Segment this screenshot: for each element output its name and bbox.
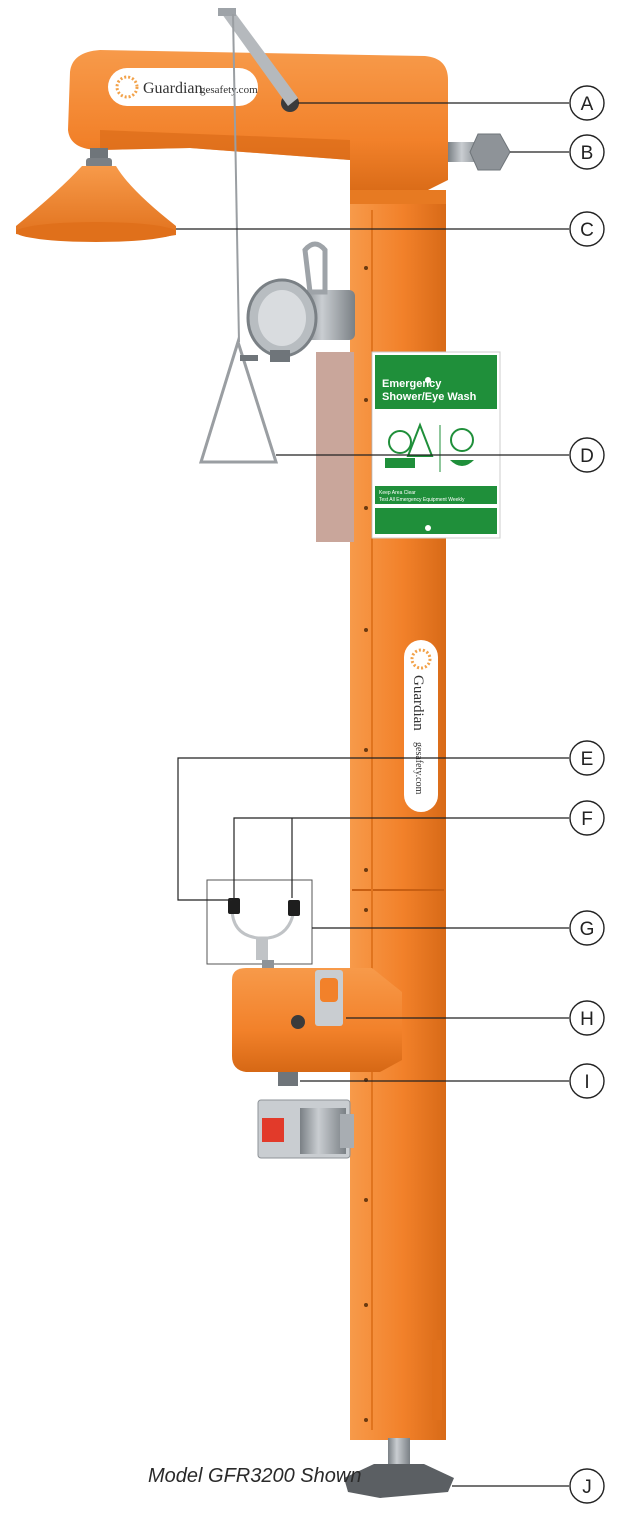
sign-notice-1: Keep Area Clear — [379, 490, 416, 496]
callout-b: B — [569, 134, 605, 170]
callout-letter: H — [580, 1009, 594, 1030]
eyewash-valve-housing — [232, 960, 402, 1086]
callout-circle — [569, 1000, 605, 1036]
callout-h: H — [569, 1000, 605, 1036]
hand-push-icon — [320, 978, 338, 1002]
callout-letter: J — [582, 1477, 592, 1498]
callout-a: A — [569, 85, 605, 121]
callout-i: I — [569, 1063, 605, 1099]
callout-letter: I — [584, 1072, 589, 1093]
eyewash-bowl-icon — [450, 428, 474, 466]
arm-brand-name: Guardian — [143, 80, 203, 97]
callout-letter: C — [580, 220, 594, 241]
model-caption: Model GFR3200 Shown — [148, 1465, 362, 1487]
callout-letter: A — [581, 94, 594, 115]
pull-handle-triangle[interactable] — [198, 336, 279, 464]
callout-circle — [569, 134, 605, 170]
callout-circle — [569, 800, 605, 836]
callout-circle — [569, 1468, 605, 1504]
arm-brand-label — [108, 68, 258, 106]
column-guardian-logo-icon — [410, 648, 432, 670]
eyewash-bowl-assembly — [240, 241, 355, 542]
sign-notice-2: Test All Emergency Equipment Weekly — [379, 497, 465, 503]
callout-letter: E — [581, 749, 594, 770]
supply-pipe-inlet — [448, 133, 511, 171]
column-brand-url: gesafety.com — [413, 742, 424, 795]
callout-circle — [569, 211, 605, 247]
eyewash-nozzle-inset — [206, 879, 313, 965]
shower-head — [16, 148, 176, 242]
base-footing — [344, 1438, 454, 1498]
inlet-valve-assembly — [257, 1099, 354, 1159]
callout-f: F — [569, 800, 605, 836]
callout-c: C — [569, 211, 605, 247]
callout-letter: D — [580, 446, 594, 467]
callout-letter: F — [581, 809, 593, 830]
shower-arm: Guardian gesafety.com — [68, 50, 448, 200]
callout-circle — [569, 910, 605, 946]
shower-head-icon — [385, 422, 434, 468]
leader-e — [177, 757, 569, 901]
callout-j: J — [569, 1468, 605, 1504]
callout-letter: B — [581, 143, 594, 164]
callout-g: G — [569, 910, 605, 946]
callout-e: E — [569, 740, 605, 776]
callout-circle — [569, 1063, 605, 1099]
leader-f-left — [233, 817, 569, 898]
callout-circle — [569, 85, 605, 121]
column-brand-name: Guardian — [410, 675, 426, 731]
callout-d: D — [569, 437, 605, 473]
callout-circle — [569, 437, 605, 473]
column-brand-label: Guardian gesafety.com — [404, 640, 438, 812]
pull-rod-assembly[interactable] — [218, 8, 298, 343]
callout-letter: G — [580, 919, 595, 940]
arm-brand-url: gesafety.com — [200, 84, 258, 96]
guardian-logo-icon — [115, 75, 139, 99]
callout-circle — [569, 740, 605, 776]
